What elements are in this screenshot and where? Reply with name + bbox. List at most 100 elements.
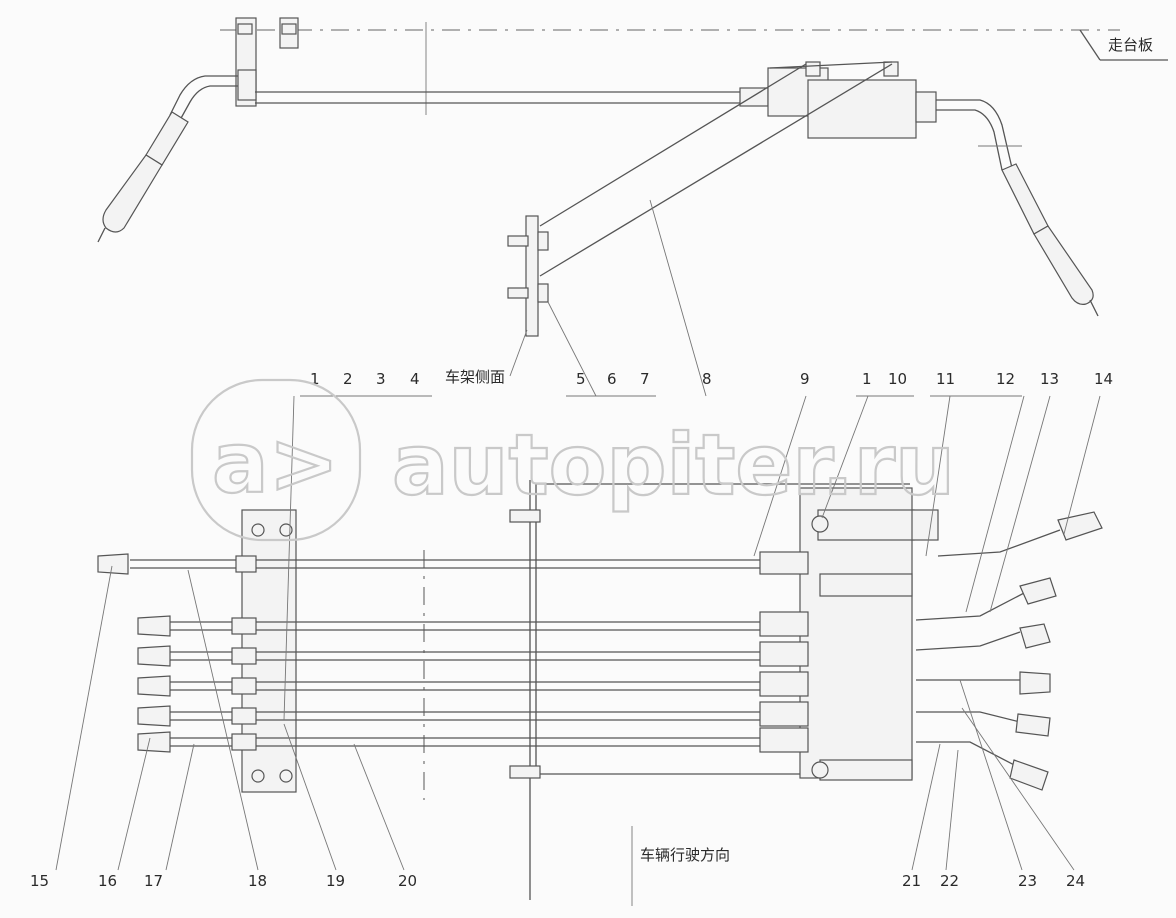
callout-6: 6 [607,370,617,388]
right-handles [915,511,1103,791]
leader-frame-side [509,329,528,377]
leader-24 [961,707,1075,871]
callout-22: 22 [940,872,959,890]
mount-bolt [507,235,529,247]
callout-1: 1 [310,370,320,388]
callout-3: 3 [376,370,386,388]
left-cable-lower [179,85,238,121]
rod-joint [739,87,769,107]
mount-bolt [507,287,529,299]
valve-bottom-section [819,759,913,781]
leader-16 [117,737,151,871]
mount-hole [279,523,293,537]
rod-1 [97,551,809,575]
leader-11 [925,395,951,557]
right-cable-upper [936,99,1013,169]
left-handle-boot [145,111,189,166]
rod-6 [137,727,809,753]
callout-8: 8 [702,370,712,388]
nut [537,231,549,251]
callout-24: 24 [1066,872,1085,890]
rod-5 [137,701,809,727]
mount-hole [279,769,293,783]
callout-18: 18 [248,872,267,890]
callout-17: 17 [144,872,163,890]
right-handle-tip [1089,299,1099,317]
leader-20 [353,743,405,871]
leader-18 [187,569,259,871]
nut [537,283,549,303]
right-handle-grip [1033,225,1094,305]
callout-16: 16 [98,872,117,890]
callout-2: 2 [343,370,353,388]
valve-top-bar [769,61,893,69]
callout-1b: 1 [862,370,872,388]
bottom-assembly [55,395,1103,906]
mount-hole [251,769,265,783]
callout-14: 14 [1094,370,1113,388]
leader-1-down [283,395,295,721]
callout-23: 23 [1018,872,1037,890]
left-handle-grip [102,154,163,233]
clamp-block [237,69,257,101]
walkway-leader [1079,29,1101,61]
valve-top-plug [811,515,829,533]
support-arm-lower [539,63,893,277]
rod-2 [137,611,809,637]
leader-8 [649,199,707,397]
callout-11: 11 [936,370,955,388]
watermark-logo: a> [212,414,339,512]
frame-side-plate [525,215,539,337]
leader-15 [55,565,113,871]
leader-13 [989,395,1051,613]
callout-15: 15 [30,872,49,890]
leader-21 [911,743,941,871]
leader-19 [283,723,337,871]
mount-hole [251,523,265,537]
bolt-head [281,23,297,35]
callout-5: 5 [576,370,586,388]
right-cable-lower [936,109,1003,171]
valve-spacer [819,573,913,597]
leader-23 [959,679,1023,871]
valve-bottom-plug [811,761,829,779]
callout-20: 20 [398,872,417,890]
leader-12 [965,395,1025,613]
watermark-logo-ring [190,378,362,542]
leader-17 [165,743,195,871]
top-assembly [97,17,1168,397]
label-travel-direction: 车辆行驶方向 [640,846,730,864]
left-cable-upper [169,75,238,116]
left-handle-tip [97,227,106,243]
callout-13: 13 [1040,370,1059,388]
callout-12: 12 [996,370,1015,388]
bolt-head [805,61,821,77]
label-frame-side: 车架侧面 [445,368,505,386]
leader-14 [1063,395,1101,535]
leader-10 [821,395,869,519]
support-arm-upper [539,63,807,227]
callout-10: 10 [888,370,907,388]
valve-top-section [817,509,915,541]
callout-21: 21 [902,872,921,890]
callout-9: 9 [800,370,810,388]
callout-4: 4 [410,370,420,388]
callout-19: 19 [326,872,345,890]
bolt-head [237,23,253,35]
watermark: a> autopiter.ru [190,378,956,542]
label-walkway-board: 走台板 [1108,36,1153,54]
leader-567 [547,301,597,397]
right-handle-boot [1001,163,1049,235]
frame-bolt [509,509,541,523]
leader-22 [945,749,959,871]
rod-3 [137,641,809,667]
valve-side-cap [911,509,939,541]
valve-end-cap [915,91,937,123]
callout-7: 7 [640,370,650,388]
leader-9 [753,395,807,557]
valve-body-right [807,79,917,139]
rod-4 [137,671,809,697]
frame-bolt [509,765,541,779]
